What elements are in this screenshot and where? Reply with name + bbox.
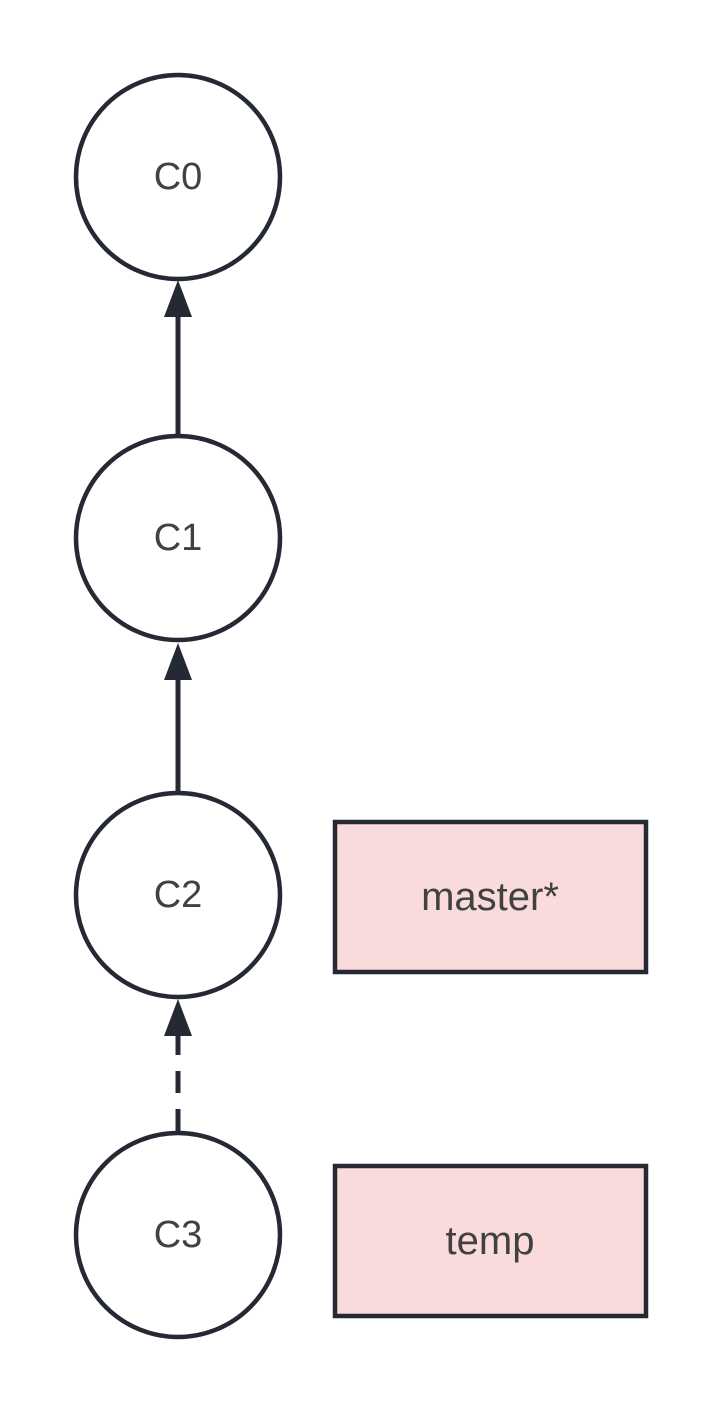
commit-label-c3: C3 <box>154 1214 203 1256</box>
commit-node-c1: C1 <box>73 433 283 643</box>
branch-node-temp: temp <box>332 1163 649 1319</box>
branch-label-temp: temp <box>446 1219 535 1263</box>
commit-circle-c3 <box>73 1130 283 1340</box>
arrowhead-c2-c1 <box>164 643 192 680</box>
branch-box-master <box>332 819 649 975</box>
commit-label-c1: C1 <box>154 517 203 559</box>
edge-c1-c0 <box>164 280 192 434</box>
commit-node-c3: C3 <box>73 1130 283 1340</box>
edge-c3-c2 <box>164 999 192 1131</box>
commit-label-c2: C2 <box>154 874 203 916</box>
arrowhead-c3-c2 <box>164 999 192 1036</box>
commit-label-c0: C0 <box>154 156 203 198</box>
branch-label-master: master* <box>421 875 559 919</box>
commit-circle-c0 <box>73 72 283 282</box>
commit-circle-c2 <box>73 790 283 1000</box>
commit-node-c2: C2 <box>73 790 283 1000</box>
edge-c2-c1 <box>164 643 192 791</box>
commit-node-c0: C0 <box>73 72 283 282</box>
commit-circle-c1 <box>73 433 283 643</box>
branch-node-master: master* <box>332 819 649 975</box>
arrowhead-c1-c0 <box>164 280 192 317</box>
branch-box-temp <box>332 1163 649 1319</box>
